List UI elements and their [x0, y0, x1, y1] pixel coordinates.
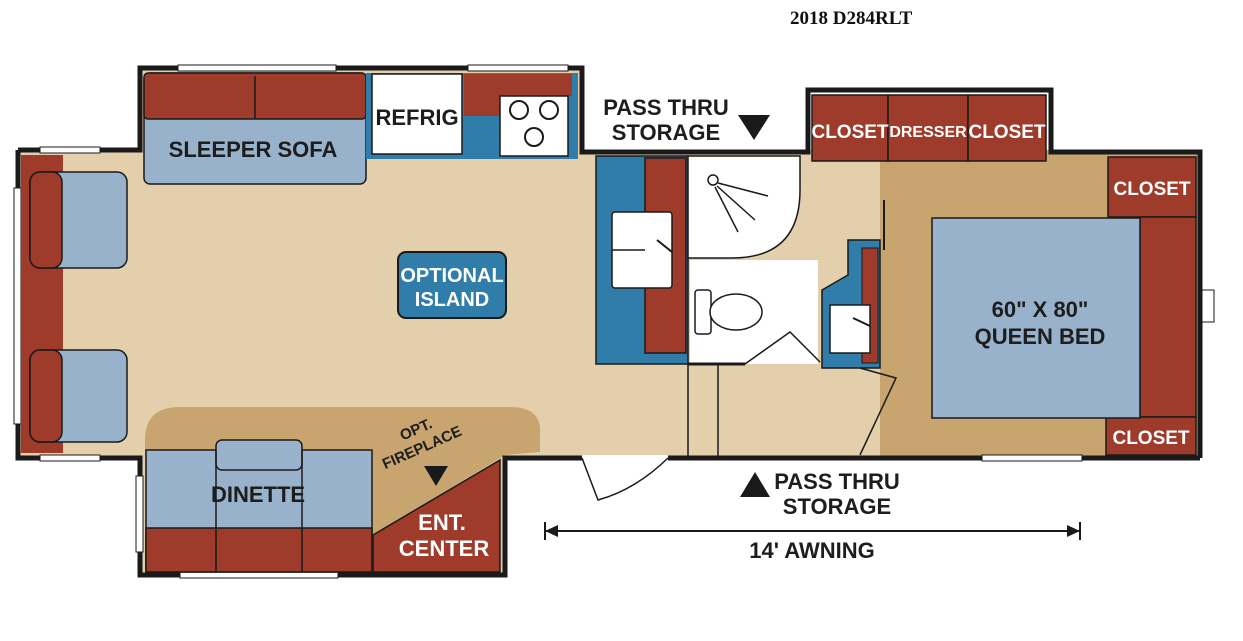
- toilet-tank: [694, 289, 712, 335]
- window-rear: [1201, 289, 1215, 323]
- awning-dimension: 14' AWNING: [544, 522, 1081, 563]
- arrow-up-icon: [740, 472, 770, 497]
- window-dinette: [179, 571, 339, 579]
- shower-head-icon: [707, 174, 719, 186]
- refrig-label: REFRIG: [375, 105, 458, 130]
- nightstand-cabinet: [1139, 216, 1197, 418]
- awning-arrow-right-icon: [1067, 525, 1080, 537]
- island: [397, 251, 507, 319]
- window-sofa: [177, 64, 337, 72]
- sleeper-sofa-label: SLEEPER SOFA: [169, 137, 338, 162]
- window-front-bottom: [39, 454, 101, 462]
- faucet-icon: [656, 239, 673, 253]
- ent-center: [372, 458, 501, 573]
- queen-bed: 60" X 80" QUEEN BED: [931, 217, 1141, 419]
- island-label-line1: OPTIONAL: [400, 265, 503, 287]
- window-dinette-side: [135, 475, 144, 553]
- kitchen: REFRIG: [366, 73, 578, 159]
- kitchen-cabinet-1: [464, 74, 500, 116]
- burner-2: [539, 100, 559, 120]
- closet-rear-bottom: [1105, 416, 1197, 456]
- shower: [687, 155, 801, 259]
- window-front: [13, 187, 22, 425]
- ent-label-line1: ENT.: [418, 510, 466, 535]
- bed-label-line2: QUEEN BED: [975, 324, 1106, 349]
- closet-top-right: [967, 94, 1047, 162]
- bedroom-door: [859, 367, 898, 456]
- front-recliners: [21, 155, 128, 453]
- awning-arrow-left-icon: [545, 525, 558, 537]
- bed-label-line1: 60" X 80": [992, 297, 1089, 322]
- bathroom: [595, 155, 821, 456]
- bath-door-swing: [744, 331, 821, 365]
- dinette-table: [215, 439, 303, 471]
- window-bedroom: [981, 454, 1083, 462]
- bedroom-faucet-icon: [852, 317, 871, 327]
- ent-label-line2: CENTER: [399, 536, 490, 561]
- refrigerator: [371, 73, 463, 155]
- closet-top-right-label: CLOSET: [968, 122, 1045, 143]
- kitchen-cabinet-2: [500, 74, 572, 96]
- bed: [931, 217, 1141, 419]
- door-swing: [581, 457, 669, 501]
- dinette-back: [145, 527, 373, 573]
- dinette: DINETTE: [145, 439, 373, 573]
- window-front-top: [39, 146, 101, 154]
- fireplace-arrow-icon: [424, 466, 448, 486]
- arrow-down-icon: [738, 115, 770, 140]
- optional-island: OPTIONAL ISLAND: [397, 251, 507, 319]
- closet-top-left: [811, 94, 889, 162]
- burner-1: [509, 100, 529, 120]
- pass-thru-bottom-line1: PASS THRU: [774, 469, 900, 494]
- pass-thru-top-line1: PASS THRU: [603, 95, 729, 120]
- pass-thru-storage-bottom: PASS THRU STORAGE: [740, 469, 900, 519]
- awning-label: 14' AWNING: [749, 538, 874, 563]
- top-wall: [18, 65, 1203, 458]
- island-label-line2: ISLAND: [415, 289, 489, 311]
- dresser: [887, 94, 969, 162]
- recliner-top-back: [29, 171, 63, 269]
- window-kitchen: [467, 64, 569, 72]
- outer-walls: [15, 65, 1203, 578]
- closet-top-left-label: CLOSET: [811, 122, 888, 143]
- pass-thru-top-line2: STORAGE: [612, 120, 720, 145]
- bottom-wall: [15, 150, 1200, 578]
- bedroom-vanity: [821, 200, 898, 456]
- burner-3: [524, 127, 544, 147]
- entry-door: [581, 455, 669, 501]
- closet-rear-top-label: CLOSET: [1113, 179, 1190, 200]
- dresser-label: DRESSER: [889, 124, 967, 141]
- closet-rear-bottom-label: CLOSET: [1112, 428, 1189, 449]
- sleeper-sofa: SLEEPER SOFA: [143, 72, 367, 185]
- bedroom-vanity-sink: [829, 304, 871, 354]
- dinette-label: DINETTE: [211, 482, 305, 507]
- pass-thru-bottom-line2: STORAGE: [783, 494, 891, 519]
- recliner-bottom-back: [29, 349, 63, 443]
- pass-thru-storage-top: PASS THRU STORAGE: [603, 95, 770, 145]
- bedroom-storage: CLOSET DRESSER CLOSET CLOSET CLOSET: [811, 94, 1197, 456]
- floorplan-title: 2018 D284RLT: [790, 8, 913, 29]
- toilet-icon: [709, 293, 763, 331]
